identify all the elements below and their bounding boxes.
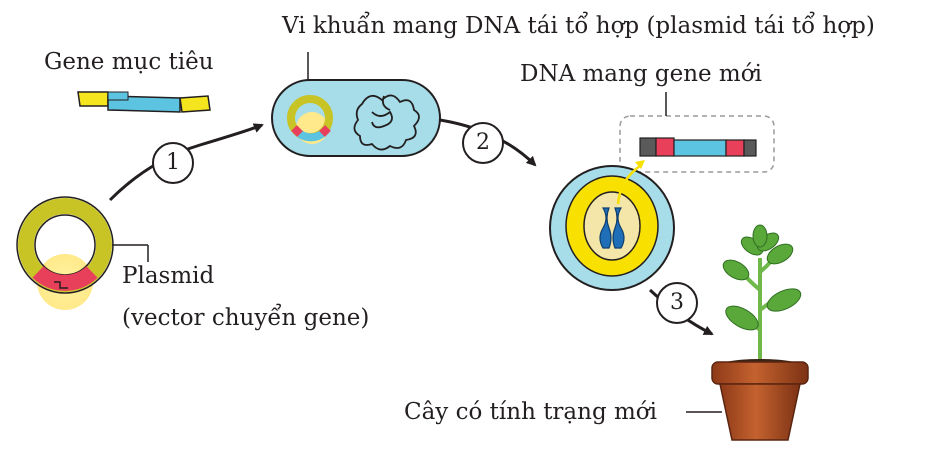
- plant-leaves: [722, 224, 802, 331]
- new-gene-dna-label: DNA mang gene mới: [520, 61, 762, 87]
- plant-cell: [549, 160, 675, 291]
- recombinant-bacteria-label: Vi khuẩn mang DNA tái tổ hợp (plasmid tá…: [282, 13, 875, 39]
- arrow-step-1: [108, 123, 264, 202]
- plasmid-vector: [16, 196, 149, 310]
- plasmid-label: Plasmid: [122, 263, 215, 289]
- new-gene-dna: [619, 92, 775, 173]
- chromosome: [599, 207, 625, 249]
- step-2-marker: 2: [462, 122, 504, 164]
- step-1-marker: 1: [152, 142, 194, 184]
- bacterial-chromosome: [353, 94, 420, 151]
- plant-in-pot: [711, 224, 809, 441]
- plant-label: Cây có tính trạng mới: [404, 399, 657, 425]
- target-gene-label: Gene mục tiêu: [44, 49, 214, 75]
- plasmid-sublabel: (vector chuyển gene): [122, 305, 370, 331]
- target-gene-fragment: [77, 91, 211, 113]
- recombinant-bacterium: [271, 52, 441, 157]
- step-3-marker: 3: [656, 282, 698, 324]
